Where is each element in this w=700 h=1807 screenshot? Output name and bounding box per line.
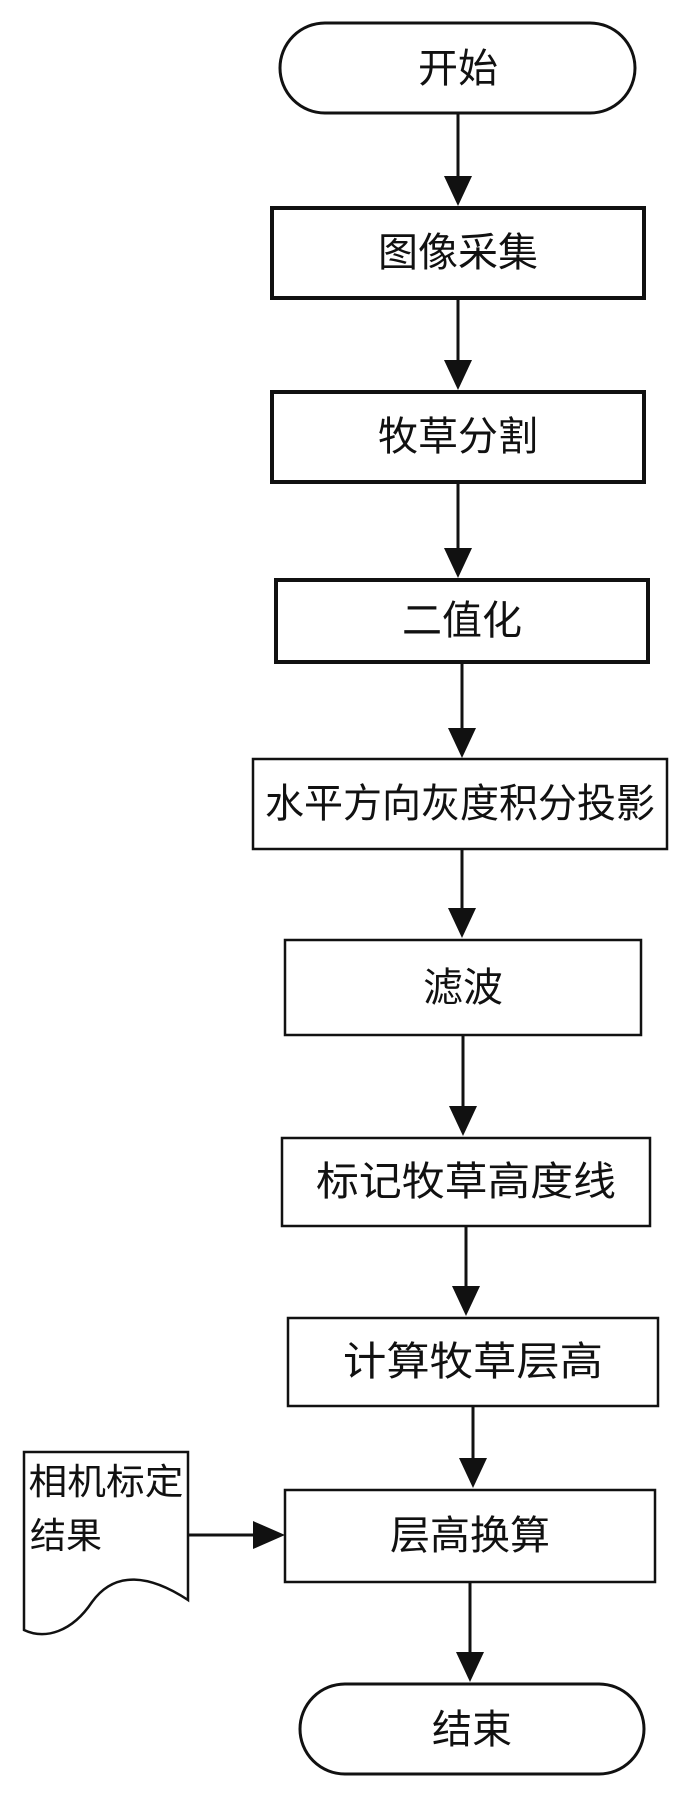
- edge-compute-to-conversion: [459, 1406, 487, 1488]
- segmentation-node: 牧草分割: [270, 390, 646, 484]
- end-node: 结束: [298, 1682, 646, 1776]
- calibration-doc-line1: 相机标定: [29, 1462, 184, 1503]
- image-capture-node: 图像采集: [270, 206, 646, 300]
- projection-node: 水平方向灰度积分投影: [251, 757, 669, 851]
- segmentation-label: 牧草分割: [378, 414, 538, 460]
- filtering-node: 滤波: [283, 938, 643, 1037]
- height-conversion-label: 层高换算: [390, 1513, 550, 1559]
- compute-layer-height-label: 计算牧草层高: [343, 1339, 603, 1385]
- edge-calibration-to-conversion: [188, 1521, 285, 1549]
- projection-label: 水平方向灰度积分投影: [265, 781, 655, 827]
- image-capture-label: 图像采集: [378, 230, 538, 276]
- edge-projection-to-filtering: [448, 849, 476, 938]
- start-label: 开始: [418, 46, 498, 92]
- filtering-label: 滤波: [423, 965, 503, 1011]
- mark-height-line-node: 标记牧草高度线: [280, 1136, 652, 1228]
- calibration-document: 相机标定 结果: [22, 1450, 190, 1636]
- calibration-doc-line2: 结果: [30, 1516, 102, 1557]
- edge-filtering-to-mark: [449, 1035, 477, 1136]
- edge-start-to-capture: [444, 113, 472, 206]
- edge-mark-to-compute: [452, 1226, 480, 1316]
- compute-layer-height-node: 计算牧草层高: [286, 1316, 660, 1408]
- edge-binarization-to-projection: [448, 662, 476, 758]
- edge-capture-to-segmentation: [444, 298, 472, 390]
- edge-segmentation-to-binarization: [444, 482, 472, 578]
- mark-height-line-label: 标记牧草高度线: [316, 1159, 616, 1205]
- binarization-node: 二值化: [274, 578, 650, 664]
- edge-conversion-to-end: [456, 1582, 484, 1682]
- height-conversion-node: 层高换算: [283, 1488, 657, 1584]
- binarization-label: 二值化: [402, 598, 522, 644]
- end-label: 结束: [432, 1707, 512, 1753]
- start-node: 开始: [278, 21, 637, 115]
